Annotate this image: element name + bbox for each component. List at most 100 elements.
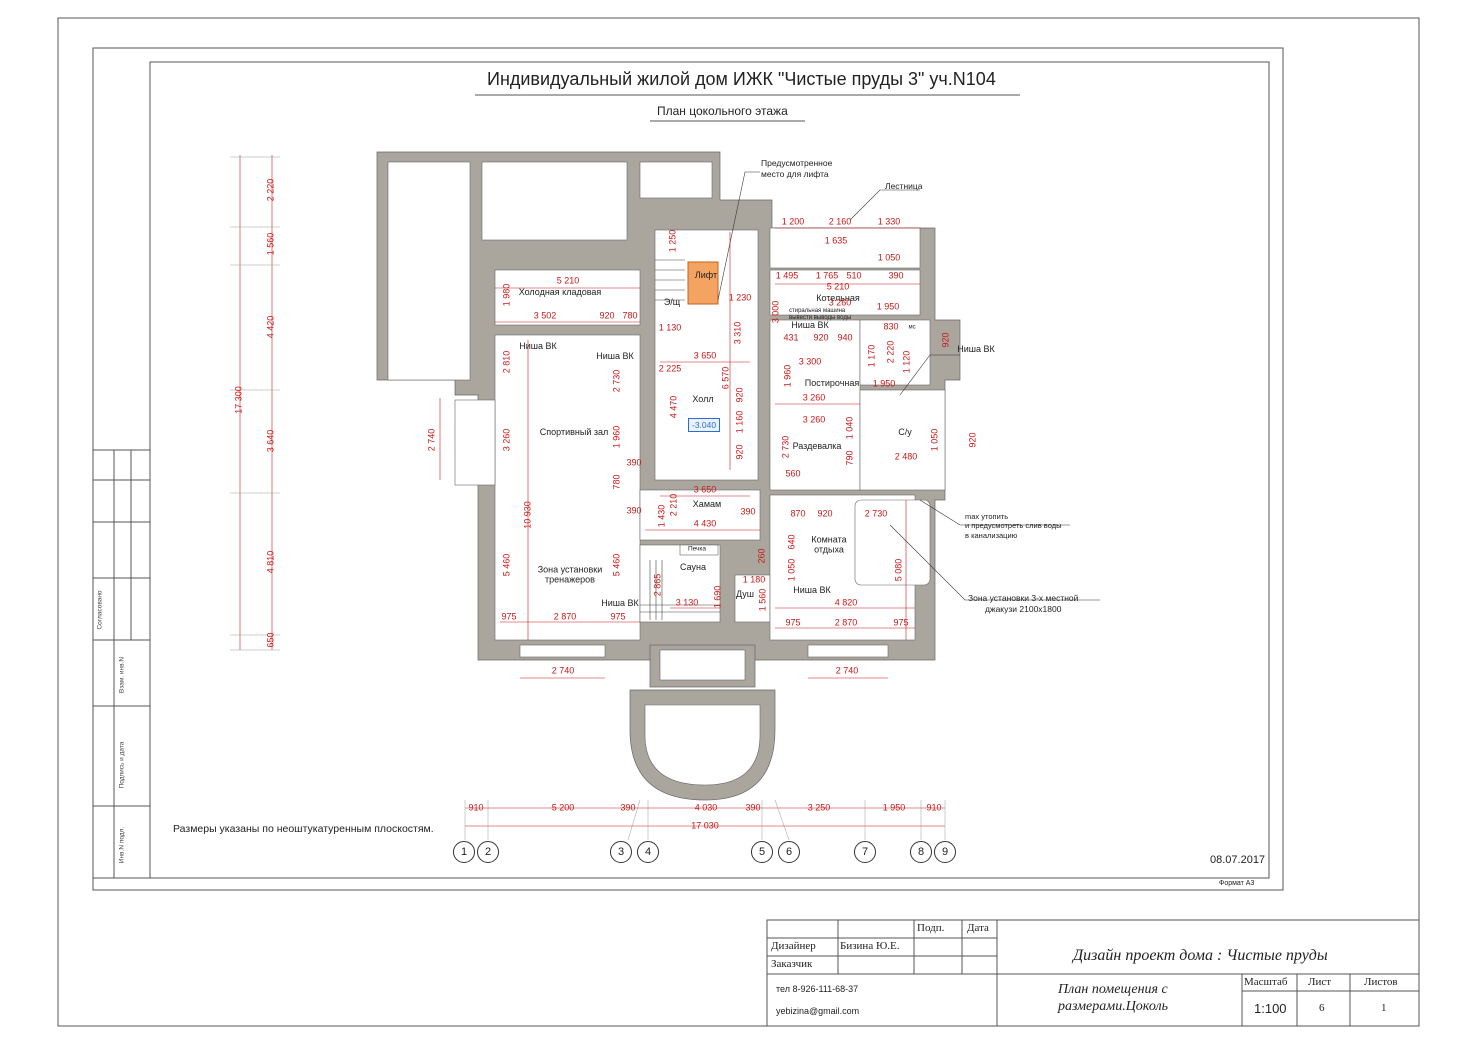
dimension: 1 960	[611, 425, 622, 449]
dimension: 920	[813, 332, 829, 343]
dimension: 390	[745, 802, 761, 813]
dimension: 5 210	[556, 275, 580, 286]
axis-marker: 1	[453, 841, 475, 863]
axis-marker: 4	[637, 841, 659, 863]
dimension: 2 870	[834, 617, 858, 628]
note-stairs: Лестница	[885, 181, 923, 191]
note-lift: Предусмотренное место для лифта	[761, 158, 833, 179]
dimension: 1 180	[742, 574, 766, 585]
dimension: 510	[846, 270, 862, 281]
dimension: 390	[626, 505, 642, 516]
dimension: 1 765	[815, 270, 839, 281]
note-plaster: Размеры указаны по неоштукатуренным плос…	[173, 823, 434, 835]
dimension: 2 865	[652, 573, 663, 597]
stamp-sign-date: Подпись и дата	[118, 741, 126, 789]
dimension: 920	[940, 332, 951, 348]
room-electrical: Э/щ	[663, 296, 681, 307]
dimension: 940	[837, 332, 853, 343]
axis-marker: 5	[751, 841, 773, 863]
designer-label: Дизайнер	[771, 940, 816, 952]
dimension-total: 17 030	[691, 820, 719, 831]
axis-marker: 3	[610, 841, 632, 863]
dimension: 780	[622, 310, 638, 321]
dimension: 870	[790, 508, 806, 519]
dimension: 780	[611, 474, 622, 490]
dimension: 2 810	[501, 350, 512, 374]
dimension: 1 120	[901, 350, 912, 374]
dimension: 910	[926, 802, 942, 813]
dimension: 390	[626, 457, 642, 468]
dimension: 3 000	[770, 300, 781, 324]
stamp-inv-original: Инв.N подл.	[118, 826, 126, 864]
dimension: 1 230	[728, 292, 752, 303]
drawing-subtitle: План цокольного этажа	[657, 104, 788, 118]
dimension: 431	[783, 332, 799, 343]
dimension: 4 810	[265, 550, 276, 574]
dimension: 3 260	[802, 414, 826, 425]
dimension: 1 495	[775, 270, 799, 281]
stamp-replacement-inv: Взам. инв.N	[118, 656, 126, 694]
dimension: 390	[888, 270, 904, 281]
room-shower: Душ	[735, 588, 755, 599]
dimension: 390	[620, 802, 636, 813]
room-lift: Лифт	[694, 269, 718, 280]
room-changing: Раздевалка	[792, 440, 842, 451]
sheet-label: Лист	[1308, 976, 1332, 988]
dimension: 390	[740, 506, 756, 517]
dimension: 3 260	[828, 297, 852, 308]
note-washer: стиральная машина вывести выводы воды	[789, 308, 852, 321]
niche-label: Ниша ВК	[519, 340, 557, 351]
dimension: 5 460	[501, 553, 512, 577]
dimension: 2 740	[835, 665, 859, 676]
dimension: 1 130	[658, 322, 682, 333]
niche-label: Ниша ВК	[793, 584, 831, 595]
dimension: 2 730	[780, 435, 791, 459]
room-lounge: Комната отдыха	[811, 534, 847, 555]
room-trainer-zone: Зона установки тренажеров	[537, 564, 603, 585]
col-date: Дата	[967, 922, 989, 934]
dimension: 1 200	[781, 216, 805, 227]
dimension: 6 570	[720, 366, 731, 390]
designer-name: Бизина Ю.Е.	[840, 940, 900, 952]
dimension: 260	[756, 548, 767, 564]
room-laundry: Постирочная	[804, 377, 860, 388]
niche-label: Ниша ВК	[957, 343, 995, 354]
dimension: 1 170	[866, 344, 877, 368]
stove-label: Печка	[687, 545, 707, 553]
room-hammam: Хамам	[692, 498, 722, 509]
dimension: 1 050	[786, 558, 797, 582]
dimension: 560	[785, 468, 801, 479]
dimension: 3 260	[501, 428, 512, 452]
lift-shaft	[687, 261, 719, 305]
dimension: 975	[785, 617, 801, 628]
dimension: 650	[265, 632, 276, 648]
dimension: 3 250	[807, 802, 831, 813]
dimension: 1 050	[929, 428, 940, 452]
dimension: 830	[883, 321, 899, 332]
room-gym: Спортивный зал	[539, 426, 609, 437]
dimension: 910	[468, 802, 484, 813]
wc-label: мс	[908, 324, 916, 331]
dimension: 1 980	[501, 283, 512, 307]
room-wc: С/у	[898, 426, 912, 437]
dimension: 2 220	[885, 340, 896, 364]
room-sauna: Сауна	[680, 561, 706, 572]
sheets-count: 1	[1381, 1002, 1387, 1014]
room-cold-storage: Холодная кладовая	[518, 286, 602, 297]
dimension: 1 950	[882, 802, 906, 813]
drawing-title: Индивидуальный жилой дом ИЖК "Чистые пру…	[487, 69, 996, 89]
dimension: 920	[734, 444, 745, 460]
note-drain: max утопить и предусмотреть слив воды в …	[965, 512, 1062, 540]
project-name: Дизайн проект дома : Чистые пруды	[1073, 947, 1328, 964]
niche-label: Ниша ВК	[791, 319, 829, 330]
niche-label: Ниша ВК	[596, 350, 634, 361]
dimension: 4 430	[693, 518, 717, 529]
dimension: 2 480	[894, 451, 918, 462]
dimension: 975	[893, 617, 909, 628]
note-jacuzzi: Зона установки 3-х местной джакузи 2100х…	[968, 593, 1079, 614]
dimension: 3 640	[265, 429, 276, 453]
dimension: 1 560	[757, 588, 768, 612]
axis-marker: 8	[910, 841, 932, 863]
scale-label: Масштаб	[1244, 976, 1288, 988]
dimension: 1 040	[844, 416, 855, 440]
